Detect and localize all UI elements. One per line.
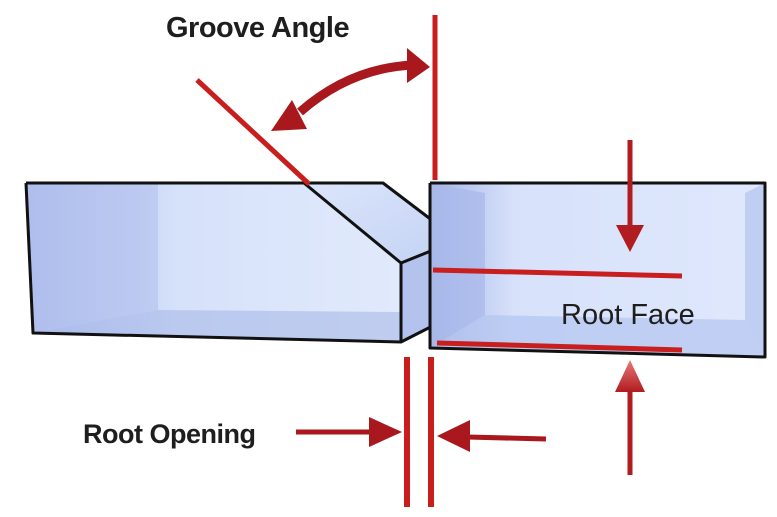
groove-angle-label: Groove Angle xyxy=(166,12,349,44)
groove-angle-arc xyxy=(297,60,414,116)
bevel-angle-line xyxy=(195,78,311,186)
root-face-down-arrowhead xyxy=(616,225,644,252)
left-plate-bevel-face xyxy=(304,183,458,263)
left-plate-shade xyxy=(26,183,158,333)
arrows xyxy=(271,48,645,475)
root-opening-right-shaft xyxy=(466,434,547,442)
right-plate-outline xyxy=(428,181,767,359)
root-face-up-arrowhead xyxy=(615,360,645,392)
groove-angle-arrowhead-left xyxy=(271,100,307,131)
root-face-bottom-line xyxy=(436,340,683,353)
right-plate xyxy=(428,181,767,359)
marker-lines xyxy=(195,15,683,507)
left-plate-bevel-edge xyxy=(303,181,402,265)
right-plate-shade xyxy=(430,183,485,348)
left-plate xyxy=(24,181,460,344)
root-face-label: Root Face xyxy=(561,299,695,331)
right-plate-face xyxy=(430,183,765,357)
groove-angle-arrowhead-right xyxy=(407,48,430,83)
root-opening-left-arrowhead xyxy=(369,417,402,447)
root-opening-right-arrowhead xyxy=(437,420,470,452)
root-opening-label: Root Opening xyxy=(83,419,255,449)
right-plate-right-shade xyxy=(745,183,765,357)
root-face-top-line xyxy=(432,267,683,279)
